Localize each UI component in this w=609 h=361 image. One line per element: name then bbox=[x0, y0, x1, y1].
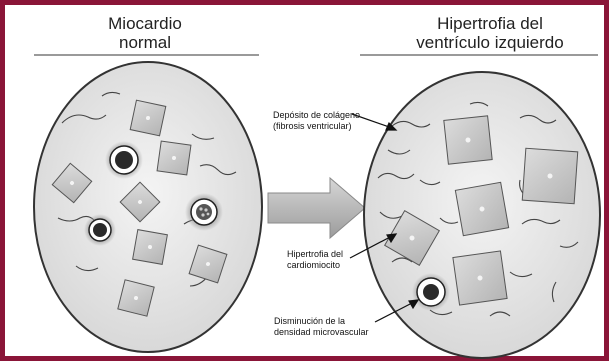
microvessel bbox=[105, 141, 143, 179]
cardiomyocyte-hypertrophy-label: Hipertrofia del cardiomiocito bbox=[287, 249, 343, 271]
hypertrophic-cardiomyocyte bbox=[522, 148, 578, 204]
microvessel bbox=[84, 214, 116, 246]
collagen-label-line1: Depósito de colágeno bbox=[273, 110, 360, 121]
microvessel bbox=[185, 193, 223, 231]
hypertrophic-cardiomyocyte bbox=[453, 251, 507, 305]
cardiomyocyte bbox=[133, 230, 168, 265]
reduced-microvessel bbox=[412, 273, 450, 311]
cardiomyocyte bbox=[130, 100, 166, 136]
hypertrophy-label-line2: cardiomiocito bbox=[287, 260, 343, 271]
hypertrophic-cardiomyocyte bbox=[444, 116, 492, 164]
microvascular-density-label: Disminución de la densidad microvascular bbox=[274, 316, 369, 338]
hypertrophic-cardiomyocyte bbox=[455, 182, 508, 235]
transition-arrow-icon bbox=[268, 178, 365, 238]
density-label-line1: Disminución de la bbox=[274, 316, 369, 327]
collagen-deposit-label: Depósito de colágeno (fibrosis ventricul… bbox=[273, 110, 360, 132]
cardiomyocyte bbox=[118, 280, 154, 316]
collagen-label-line2: (fibrosis ventricular) bbox=[273, 121, 360, 132]
cardiomyocyte bbox=[157, 141, 191, 175]
hypertrophy-label-line1: Hipertrofia del bbox=[287, 249, 343, 260]
density-label-line2: densidad microvascular bbox=[274, 327, 369, 338]
